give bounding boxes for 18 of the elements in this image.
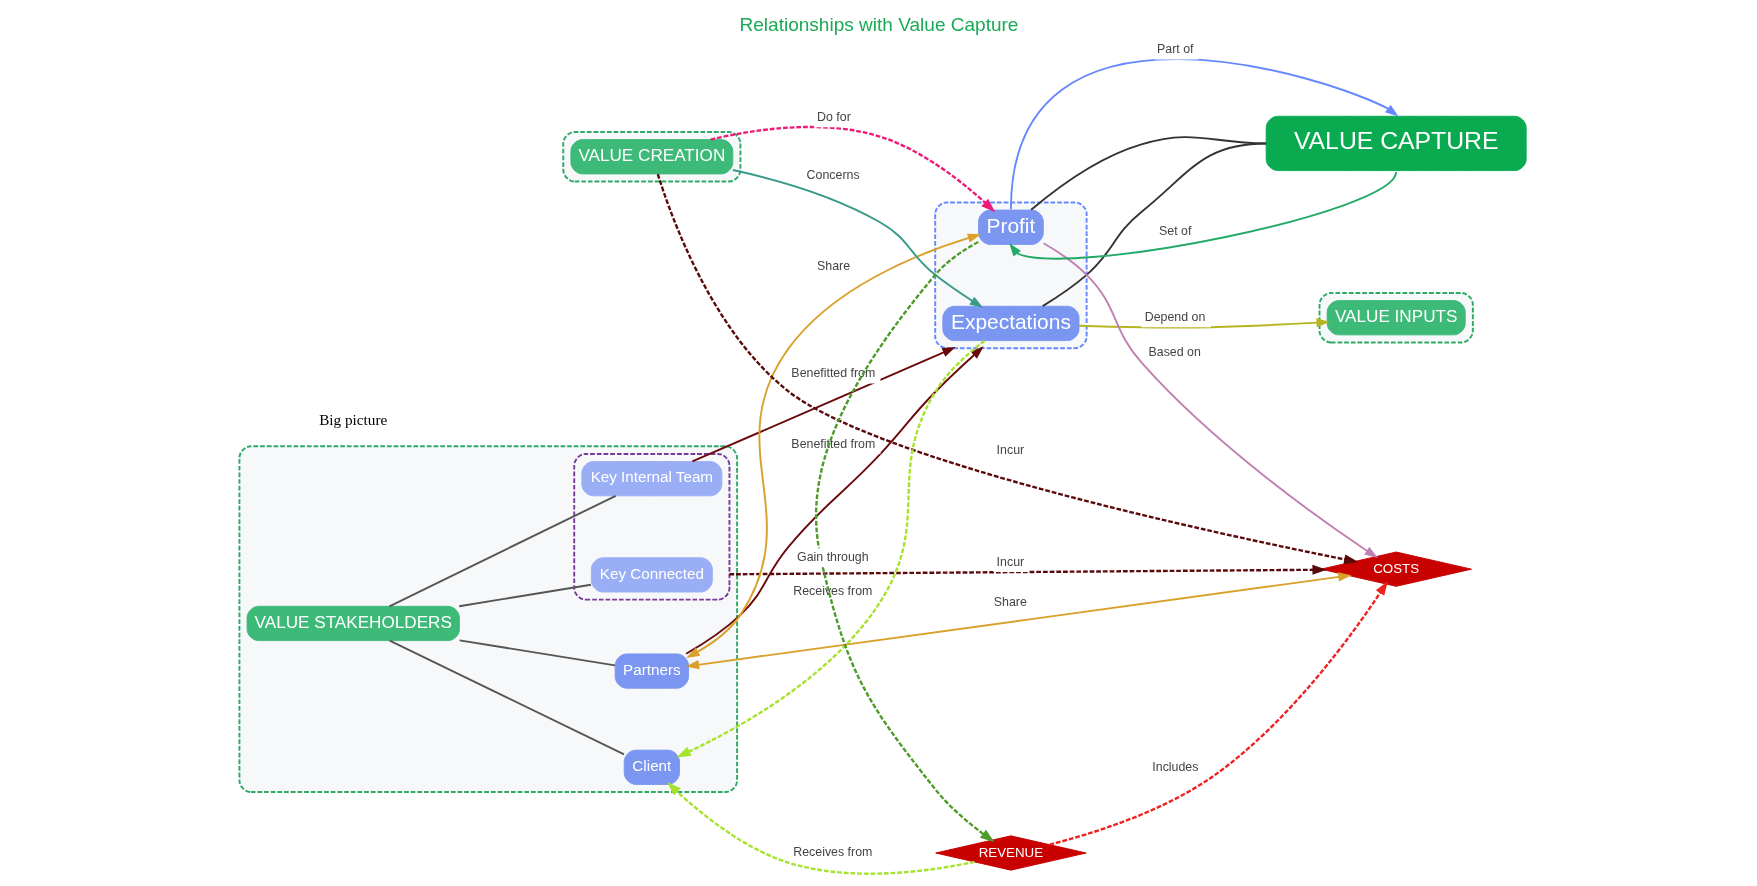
- edge-label: Concerns: [806, 168, 860, 183]
- edge-label: Benefitted from: [790, 436, 875, 451]
- diagram-title: Relationships with Value Capture: [739, 14, 1018, 36]
- edge-label: Receives from: [792, 845, 872, 860]
- edge-label: Set of: [1158, 224, 1191, 239]
- edge-label: Part of: [1156, 42, 1194, 57]
- label: Big picture: [318, 411, 387, 429]
- edge-label: Share: [816, 259, 850, 274]
- edge-label: Depend on: [1144, 309, 1205, 324]
- edge-label: Gain through: [796, 549, 869, 564]
- edge-label: Receives from: [792, 584, 872, 599]
- edge-label: Based on: [1148, 345, 1201, 360]
- edge-label: Includes: [1151, 760, 1198, 775]
- edge-label: Incur: [996, 554, 1024, 569]
- edge-label: Share: [993, 594, 1027, 609]
- edge-label: Incur: [996, 443, 1024, 458]
- edge-label: Benefitted from: [790, 366, 875, 381]
- edge-label: Do for: [816, 109, 851, 124]
